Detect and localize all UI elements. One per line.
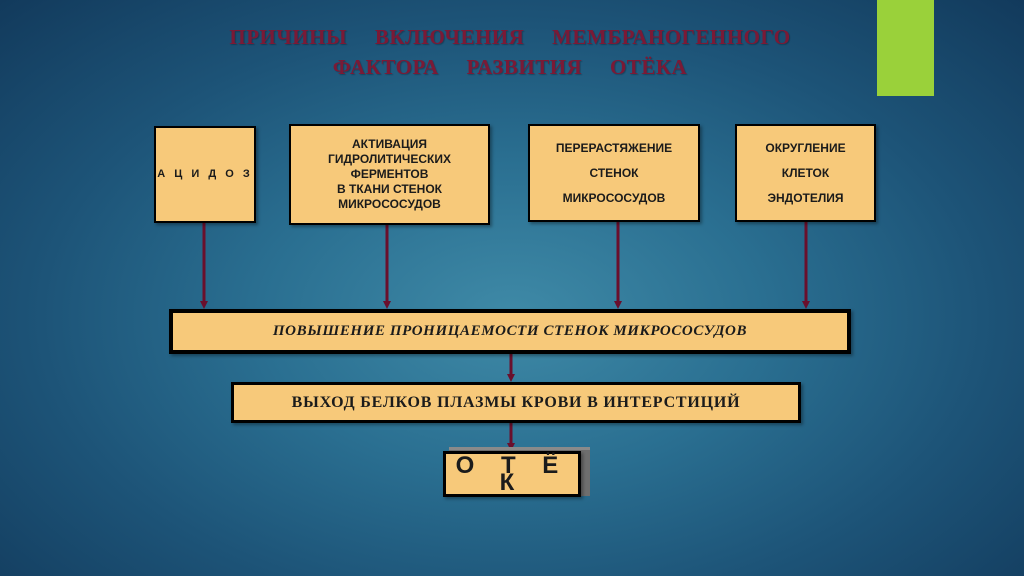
permeability-label: ПОВЫШЕНИЕ ПРОНИЦАЕМОСТИ СТЕНОК МИКРОСОСУ… bbox=[272, 323, 748, 339]
edema-box: О Т Ё К bbox=[443, 451, 581, 497]
title-line-1: ПРИЧИНЫ ВКЛЮЧЕНИЯ МЕМБРАНОГЕННОГО bbox=[229, 25, 791, 49]
cause-activation-line: ГИДРОЛИТИЧЕСКИХ bbox=[328, 152, 451, 166]
cause-activation-line: МИКРОСОСУДОВ bbox=[338, 197, 441, 211]
cause-rounding-line: ОКРУГЛЕНИЕ bbox=[765, 140, 846, 155]
cause-rounding-line: КЛЕТОК bbox=[781, 165, 830, 180]
protein-exit-box: ВЫХОД БЕЛКОВ ПЛАЗМЫ КРОВИ В ИНТЕРСТИЦИЙ bbox=[231, 382, 801, 423]
title-line-2: ФАКТОРА РАЗВИТИЯ ОТЁКА bbox=[332, 55, 688, 79]
cause-wall-stretch: ПЕРЕРАСТЯЖЕНИЕ СТЕНОК МИКРОСОСУДОВ bbox=[528, 124, 700, 222]
permeability-increase-box: ПОВЫШЕНИЕ ПРОНИЦАЕМОСТИ СТЕНОК МИКРОСОСУ… bbox=[169, 309, 851, 354]
cause-enzyme-activation: АКТИВАЦИЯ ГИДРОЛИТИЧЕСКИХ ФЕРМЕНТОВ В ТК… bbox=[289, 124, 490, 225]
cause-endothelial-rounding: ОКРУГЛЕНИЕ КЛЕТОК ЭНДОТЕЛИЯ bbox=[735, 124, 876, 222]
cause-stretch-line: СТЕНОК bbox=[589, 165, 639, 180]
cause-stretch-line: МИКРОСОСУДОВ bbox=[562, 190, 666, 205]
edema-label: О Т Ё К bbox=[455, 452, 569, 496]
accent-bar bbox=[877, 0, 934, 96]
slide-title: ПРИЧИНЫ ВКЛЮЧЕНИЯ МЕМБРАНОГЕННОГО ФАКТОР… bbox=[150, 22, 870, 82]
cause-rounding-line: ЭНДОТЕЛИЯ bbox=[767, 190, 844, 205]
cause-acidosis: А Ц И Д О З bbox=[154, 126, 256, 223]
cause-activation-line: АКТИВАЦИЯ bbox=[351, 137, 427, 151]
cause-stretch-line: ПЕРЕРАСТЯЖЕНИЕ bbox=[555, 140, 673, 155]
cause-activation-line: ФЕРМЕНТОВ bbox=[350, 167, 429, 181]
protein-exit-label: ВЫХОД БЕЛКОВ ПЛАЗМЫ КРОВИ В ИНТЕРСТИЦИЙ bbox=[291, 394, 741, 411]
cause-activation-line: В ТКАНИ СТЕНОК bbox=[337, 182, 442, 196]
cause-acidosis-label: А Ц И Д О З bbox=[157, 168, 253, 180]
